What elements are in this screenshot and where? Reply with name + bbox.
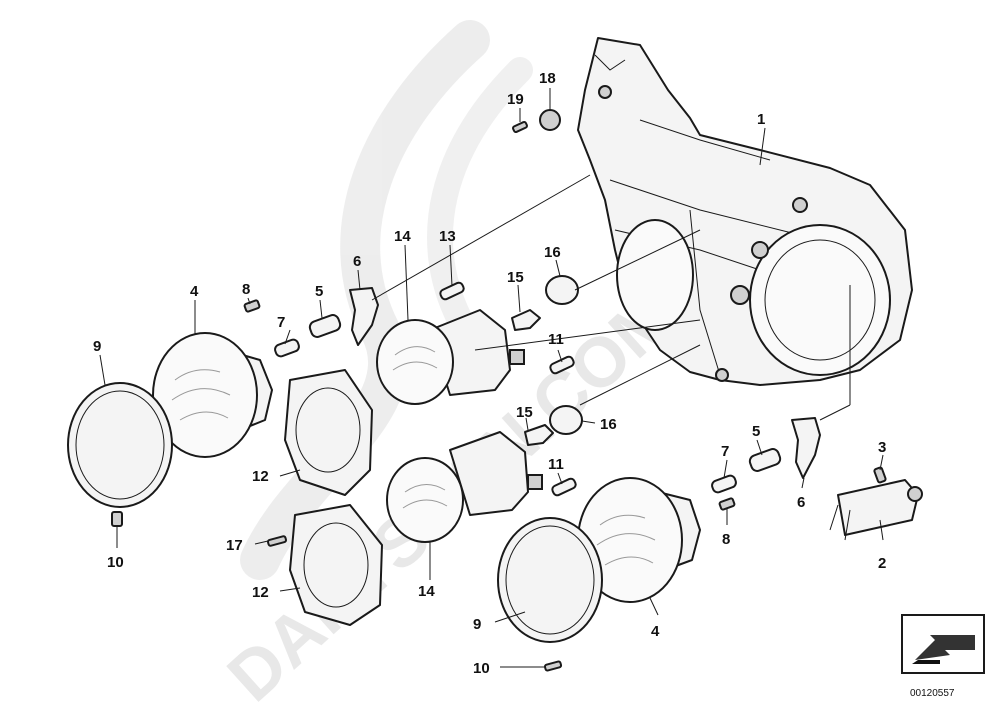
callout-6: 6 [353, 253, 361, 270]
callout-15: 15 [507, 269, 524, 286]
callout-19: 19 [507, 91, 524, 108]
trim-ring-right [497, 517, 603, 643]
callout-1: 1 [757, 111, 765, 128]
callout-4: 4 [190, 283, 199, 300]
mounting-ring-upper [284, 369, 373, 496]
fog-light-lower [386, 431, 543, 543]
fog-light-upper [376, 309, 525, 405]
callout-18: 18 [539, 70, 556, 87]
callout-11: 11 [548, 456, 564, 473]
small-parts [111, 109, 923, 672]
diagram-ref-number: 00120557 [910, 688, 955, 699]
callout-15: 15 [516, 404, 533, 421]
callout-labels: 1 2 3 4 4 5 5 6 6 7 7 8 8 9 9 10 10 11 1… [93, 70, 886, 677]
callout-17: 17 [226, 537, 243, 554]
callout-13: 13 [439, 228, 456, 245]
callout-16: 16 [544, 244, 561, 261]
callout-14: 14 [394, 228, 411, 245]
callout-10: 10 [473, 660, 490, 677]
callout-14: 14 [418, 583, 435, 600]
callout-10: 10 [107, 554, 124, 571]
trim-ring-left [67, 382, 173, 508]
callout-7: 7 [721, 443, 729, 460]
callout-16: 16 [600, 416, 617, 433]
callout-9: 9 [93, 338, 101, 355]
callout-3: 3 [878, 439, 886, 456]
callout-5: 5 [752, 423, 760, 440]
leader-lines [99, 88, 884, 668]
callout-8: 8 [242, 281, 250, 298]
callout-11: 11 [548, 331, 564, 348]
callout-6: 6 [797, 494, 805, 511]
headlight-left [152, 332, 273, 458]
arrow-icon-shadow [912, 660, 940, 664]
callout-5: 5 [315, 283, 323, 300]
callout-7: 7 [277, 314, 285, 331]
callout-8: 8 [722, 531, 730, 548]
reference-box: 00120557 [901, 614, 985, 699]
callout-12: 12 [252, 584, 269, 601]
mounting-ring-lower [289, 504, 383, 626]
callout-12: 12 [252, 468, 269, 485]
arrow-icon [915, 635, 975, 660]
callout-2: 2 [878, 555, 886, 572]
callout-4: 4 [651, 623, 660, 640]
headlight-frame [577, 37, 913, 386]
callout-9: 9 [473, 616, 481, 633]
